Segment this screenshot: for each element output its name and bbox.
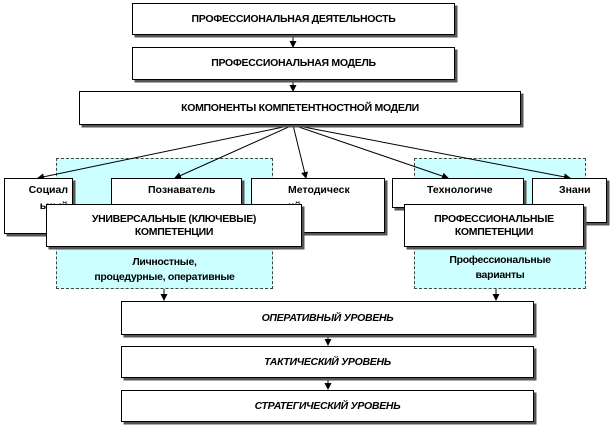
operative-level-box: ОПЕРАТИВНЫЙ УРОВЕНЬ	[121, 301, 534, 335]
tactical-level-box: ТАКТИЧЕСКИЙ УРОВЕНЬ	[121, 346, 534, 378]
operative-level-label: ОПЕРАТИВНЫЙ УРОВЕНЬ	[261, 311, 394, 324]
universal-note-line-1: Личностные,	[132, 256, 197, 268]
professional-competences-box: ПРОФЕССИОНАЛЬНЫЕ КОМПЕТЕНЦИИ	[404, 204, 584, 247]
universal-competences-title-1: УНИВЕРСАЛЬНЫЕ (КЛЮЧЕВЫЕ)	[91, 213, 257, 226]
universal-competences-box: УНИВЕРСАЛЬНЫЕ (КЛЮЧЕВЫЕ) КОМПЕТЕНЦИИ	[46, 204, 302, 247]
professional-model-box: ПРОФЕССИОНАЛЬНАЯ МОДЕЛЬ	[132, 47, 455, 80]
methodical-component-line-2: ий	[288, 199, 384, 215]
competence-model-components-label: КОМПОНЕНТЫ КОМПЕТЕНТНОСТНОЙ МОДЕЛИ	[181, 101, 419, 114]
arrow-to-technological	[292, 124, 449, 180]
arrow-to-methodical	[292, 124, 308, 179]
methodical-component-line-1: Методическ	[288, 184, 350, 196]
professional-note-line-2: варианты	[475, 268, 525, 281]
professional-activity-box: ПРОФЕССИОНАЛЬНАЯ ДЕЯТЕЛЬНОСТЬ	[132, 3, 455, 35]
knowledge-component-line-1: Знани	[559, 184, 591, 196]
professional-activity-label: ПРОФЕССИОНАЛЬНАЯ ДЕЯТЕЛЬНОСТЬ	[191, 12, 396, 25]
professional-model-label: ПРОФЕССИОНАЛЬНАЯ МОДЕЛЬ	[211, 57, 376, 70]
cognitive-component-line-1: Познаватель	[148, 184, 216, 196]
professional-competences-note: Профессиональные варианты	[416, 253, 584, 282]
social-component-line-1: Социал	[28, 184, 68, 196]
technological-component-line-1: Технологиче	[427, 184, 493, 196]
universal-note-line-2: процедурные, оперативные	[94, 270, 235, 283]
strategic-level-label: СТРАТЕГИЧЕСКИЙ УРОВЕНЬ	[254, 399, 401, 412]
tactical-level-label: ТАКТИЧЕСКИЙ УРОВЕНЬ	[264, 355, 391, 368]
arrow-to-social	[37, 124, 294, 181]
strategic-level-box: СТРАТЕГИЧЕСКИЙ УРОВЕНЬ	[121, 390, 534, 422]
professional-note-line-1: Профессиональные	[449, 254, 551, 266]
professional-competences-title-1: ПРОФЕССИОНАЛЬНЫЕ	[434, 213, 554, 226]
universal-competences-title-2: КОМПЕТЕНЦИИ	[134, 225, 214, 238]
arrow-to-cognitive	[174, 124, 294, 179]
arrow-to-knowledge	[292, 124, 571, 181]
cognitive-component-box: Познаватель	[111, 178, 242, 208]
professional-competences-title-2: КОМПЕТЕНЦИИ	[454, 225, 534, 238]
competence-model-components-box: КОМПОНЕНТЫ КОМПЕТЕНТНОСТНОЙ МОДЕЛИ	[79, 91, 521, 125]
social-component-box: Социал ьный	[4, 178, 73, 234]
universal-competences-note: Личностные, процедурные, оперативные	[58, 255, 271, 284]
